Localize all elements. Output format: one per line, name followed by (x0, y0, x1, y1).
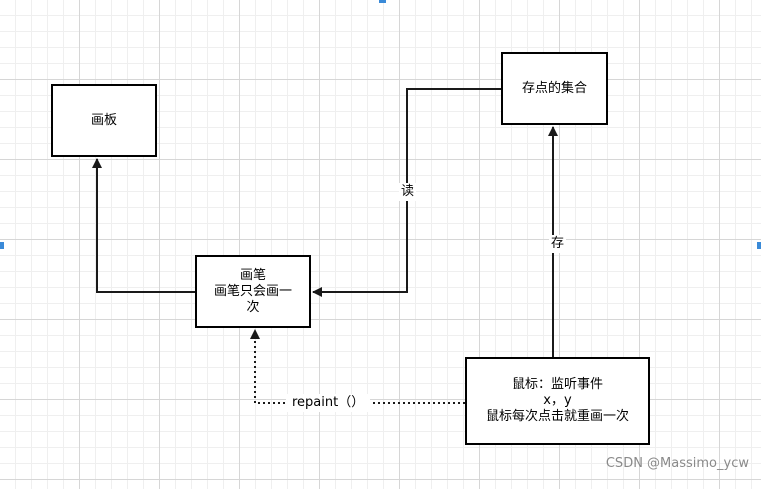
node-brush-desc: 画笔只会画一次 (213, 283, 292, 315)
node-brush[interactable]: 画笔 画笔只会画一次 (195, 255, 311, 328)
node-mouse-title: 鼠标：监听事件 (511, 377, 603, 392)
canvas-edge-handle-left (0, 242, 4, 249)
edge-brush-to-board (92, 158, 195, 293)
node-mouse-desc: 鼠标每次点击就重画一次 (485, 409, 629, 424)
canvas-edge-handle-top (379, 0, 386, 3)
node-mouse-coords: x，y (543, 393, 572, 408)
edge-label-repaint: repaint（） (286, 394, 371, 412)
node-board[interactable]: 画板 (51, 84, 157, 157)
canvas-edge-handle-right (757, 242, 761, 249)
node-brush-title: 画笔 (239, 267, 266, 283)
node-point-collection-label: 存点的集合 (521, 80, 587, 96)
node-board-label: 画板 (90, 112, 117, 128)
watermark: CSDN @Massimo_ycw (605, 456, 749, 471)
edge-mouse-to-brush (250, 329, 465, 404)
node-point-collection[interactable]: 存点的集合 (501, 52, 608, 125)
edge-label-read: 读 (399, 183, 417, 201)
edge-label-store: 存 (549, 235, 567, 253)
node-mouse[interactable]: 鼠标：监听事件 x，y 鼠标每次点击就重画一次 (465, 357, 650, 445)
